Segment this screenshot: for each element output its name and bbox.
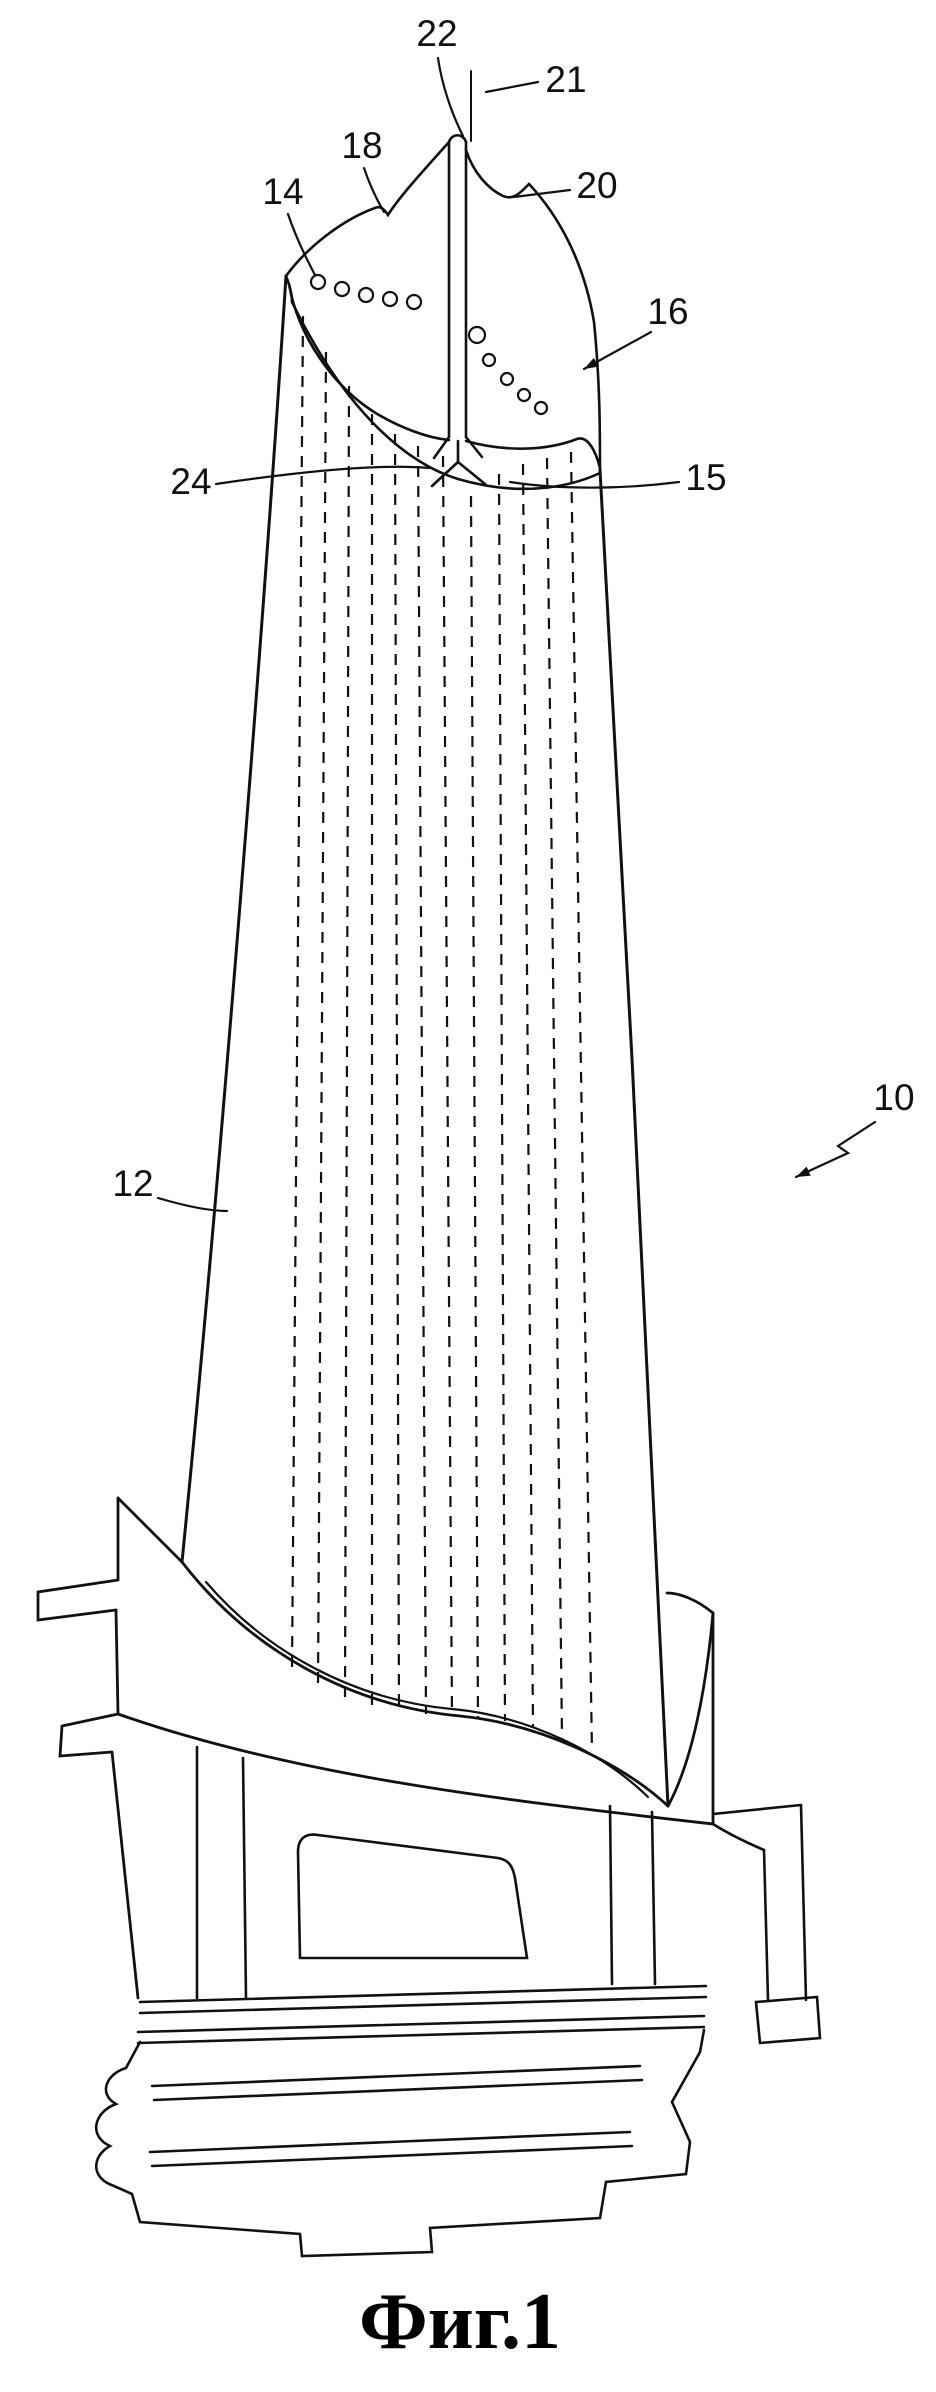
seal-strip-line [136,2014,706,2034]
leading-edge [180,274,288,1564]
cooling-hole [405,293,423,311]
cooling-passage-line [521,463,535,1728]
ref-label-16: 16 [647,291,688,332]
ref-label-15: 15 [685,457,726,498]
figure-caption: Фиг.1 [359,2278,561,2366]
platform-top-sweep [180,1560,670,1808]
tip-floor-left [287,282,451,442]
cooling-passage-line [441,455,454,1717]
cooling-passage-line [545,457,564,1739]
tip-rim-right [464,148,602,472]
cooling-passage-line [343,385,351,1699]
leader-lines-group [156,56,877,1213]
leader-12 [156,1196,229,1213]
cooling-passage-line [316,351,328,1687]
cooling-hole [516,387,532,403]
ref-label-18: 18 [341,125,382,166]
rib-foot-left [430,460,460,488]
ref-label-10: 10 [873,1077,914,1118]
cooling-passage-line [393,433,401,1712]
right-flange-foot [754,1995,822,2045]
rib-foot-right [456,460,487,486]
shank-block [296,1833,529,1960]
shank-wall-line [608,1804,614,1986]
tip-corner [284,274,294,304]
tip-rib-top [447,133,468,144]
leader-18 [362,166,386,214]
platform-left-top-edge [116,1496,184,1564]
root-group [94,1745,822,2258]
tip-bowl-curve [290,300,602,491]
cooling-hole [357,286,375,304]
platform-bottom-edge [116,1712,715,1826]
cooling-hole [533,400,549,416]
reference-numerals-group: 22 21 18 14 20 16 24 15 10 12 [112,13,914,1204]
tip-group [284,70,602,491]
leader-15 [508,480,681,489]
cooling-passage-line [469,495,480,1719]
tip-floor-right [464,437,602,470]
cooling-hole [381,290,399,308]
right-flange-top [711,1803,803,1816]
cooling-passage-line [497,473,507,1722]
platform-back-edge [665,1591,715,1615]
cooling-hole [333,280,351,298]
right-flange-inner [762,1848,770,2002]
leader-arrow-16 [582,330,653,371]
airfoil-group [180,274,670,1808]
seal-strip-line [136,2025,706,2045]
ref-label-22: 22 [416,13,457,54]
leader-24 [214,465,432,486]
rib-base-left-arm [432,435,451,460]
seal-strip-line [138,1984,708,2004]
shank-left-diagonal [110,1750,140,2000]
ref-label-21: 21 [545,59,586,100]
leader-14 [286,212,317,277]
cooling-hole [467,325,487,345]
right-flange-shoulder [711,1822,766,1852]
right-flange-outer [799,1803,808,2002]
leader-22 [436,56,465,138]
seal-plate-line [148,2130,632,2154]
shank-wall-line [650,1810,657,1986]
seal-plate-line [150,2144,634,2168]
seal-plate-line [152,2078,644,2102]
seal-plate-line [150,2064,642,2088]
leader-arrow-10 [794,1120,877,1179]
angel-wing-upper [36,1578,120,1622]
platform-right-top-sweep [666,1611,715,1808]
platform-group [36,1496,715,2000]
rib-base-right-arm [464,435,484,459]
cooling-passage-line [290,315,305,1669]
trailing-edge [598,468,670,1808]
cooling-passages-group [290,315,594,1753]
seal-strip-line [138,1995,708,2015]
ref-label-12: 12 [112,1163,153,1204]
platform-fillet-inner [204,1580,650,1799]
ref-label-20: 20 [576,165,617,206]
cooling-holes-group [309,273,549,416]
dovetail-outline [94,2028,706,2258]
cooling-passage-line [416,445,428,1715]
cooling-hole [481,352,497,368]
platform-left-edge-lower [114,1608,120,1716]
cooling-hole [309,273,327,291]
shank-wall-line [241,1756,248,2000]
leader-21 [484,80,540,94]
angel-wing-lower [58,1712,120,1758]
ref-label-24: 24 [170,461,211,502]
ref-label-14: 14 [262,171,303,212]
cooling-hole [499,371,515,387]
leader-20 [512,188,572,199]
cooling-passage-line [569,451,594,1753]
